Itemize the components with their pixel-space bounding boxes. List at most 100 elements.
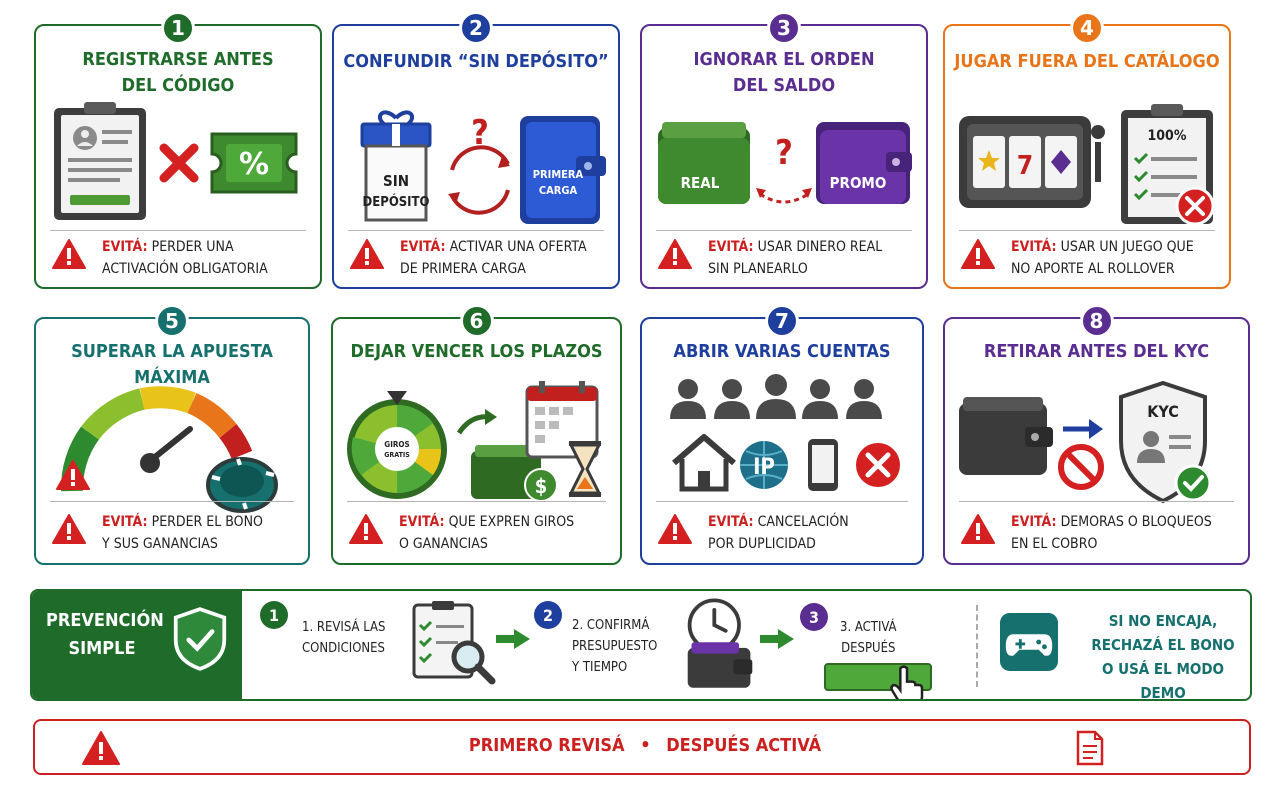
- warning-triangle-icon: [658, 239, 692, 269]
- svg-text:?: ?: [471, 113, 489, 153]
- arrow-right-icon: [1063, 419, 1103, 439]
- card-illustration: 7 100%: [955, 102, 1219, 242]
- svg-text:REAL: REAL: [681, 174, 720, 192]
- svg-text:IP: IP: [753, 455, 775, 480]
- dashed-separator: [976, 605, 978, 687]
- warning-triangle-icon: [56, 460, 90, 490]
- prevention-step-badge-3: 3: [800, 603, 828, 631]
- svg-text:PROMO: PROMO: [830, 174, 887, 192]
- blue-wallet-icon: PRIMERA CARGA: [520, 116, 606, 224]
- warning-triangle-icon: [349, 514, 383, 544]
- card-title: Dejar vencer los plazos: [350, 341, 603, 362]
- step-badge-1: 1: [161, 11, 195, 45]
- red-x-icon: [159, 143, 199, 183]
- warning-triangle-icon: [961, 239, 995, 269]
- card-title: Abrir varias cuentas: [673, 341, 891, 362]
- card-2-confuse-no-deposit: 2 Confundir “sin depósito” SIN DEPÓSITO …: [332, 11, 620, 289]
- svg-text:100%: 100%: [1148, 128, 1187, 144]
- pointer-hand-icon: [890, 665, 924, 699]
- svg-text:KYC: KYC: [1147, 402, 1179, 421]
- shield-check-icon: [173, 607, 227, 671]
- avoid-text: Evitá: demoras o bloqueos en el cobro: [1011, 514, 1212, 552]
- step-badge-4: 4: [1070, 11, 1104, 45]
- arrow-right-icon: [496, 629, 530, 649]
- card-title: Confundir “sin depósito”: [343, 51, 609, 72]
- ip-globe-icon: IP: [740, 441, 788, 489]
- step-badge-3: 3: [767, 11, 801, 45]
- card-6-let-deadlines-expire: 6 Dejar vencer los plazos GIROS GRATIS: [331, 304, 622, 565]
- warning-triangle-icon: [52, 514, 86, 544]
- warning-triangle-icon: [350, 239, 384, 269]
- prohibited-icon: [1058, 444, 1104, 490]
- step-badge-7: 7: [765, 304, 799, 338]
- banner-text: PRIMERO REVISÁ • DESPUÉS ACTIVÁ: [468, 735, 822, 756]
- step-badge-8: 8: [1079, 304, 1114, 338]
- avoid-text: Evitá: perder el bono y sus ganancias: [102, 514, 263, 552]
- coupon-ticket-icon: %: [210, 132, 298, 194]
- avoid-text: Evitá: perder una activación obligatoria: [102, 239, 268, 277]
- step-badge-6: 6: [459, 304, 494, 338]
- simple-prevention-panel: Prevención simple 1 1. Revisá las condic…: [30, 589, 1252, 701]
- svg-text:PRIMERA: PRIMERA: [533, 168, 584, 181]
- clipboard-magnifier-icon: [412, 601, 496, 685]
- swap-arrows-icon: ?: [448, 113, 510, 215]
- warning-triangle-icon: [658, 514, 692, 544]
- clipboard-profile-icon: [54, 102, 146, 220]
- purple-promo-wallet-icon: PROMO: [816, 122, 912, 204]
- prevention-step-badge-2: 2: [534, 601, 562, 629]
- dashed-arrows-icon: ?: [756, 133, 812, 204]
- step-badge-5: 5: [155, 304, 189, 338]
- card-3-ignore-balance-order: 3 Ignorar el orden del saldo REAL ?: [640, 11, 928, 289]
- casino-chip-icon: [206, 457, 278, 513]
- card-1-register-before-code: 1 Registrarse antes del código: [34, 11, 322, 289]
- warning-triangle-icon: [961, 514, 995, 544]
- avoid-text: Evitá: usar dinero real sin planearlo: [708, 239, 883, 277]
- gamepad-icon: [1000, 613, 1058, 671]
- checklist-clipboard-icon: 100%: [1121, 104, 1215, 226]
- calendar-hourglass-icon: [525, 381, 602, 497]
- svg-text:GRATIS: GRATIS: [384, 451, 410, 459]
- prevention-title: Prevención simple: [46, 610, 164, 659]
- avoid-text: Evitá: usar un juego que no aporte al ro…: [1011, 239, 1194, 277]
- avoid-text: Evitá: cancelación por duplicidad: [708, 514, 849, 552]
- card-title: Ignorar el orden del saldo: [693, 49, 875, 96]
- red-x-circle-icon: [856, 443, 900, 487]
- avoid-text: Evitá: activar una oferta de primera car…: [400, 239, 587, 277]
- warning-triangle-icon: [52, 239, 86, 269]
- review-then-activate-banner: PRIMERO REVISÁ • DESPUÉS ACTIVÁ: [33, 719, 1251, 775]
- svg-text:$: $: [535, 474, 548, 498]
- warning-triangle-icon: [82, 731, 120, 765]
- activate-button[interactable]: [824, 663, 932, 691]
- svg-text:DEPÓSITO: DEPÓSITO: [363, 194, 430, 210]
- prevention-step-1-text: 1. Revisá las condiciones: [302, 620, 386, 656]
- svg-text:SIN: SIN: [383, 172, 409, 190]
- card-title: Jugar fuera del catálogo: [954, 51, 1220, 72]
- arrow-right-icon: [456, 409, 497, 435]
- svg-text:7: 7: [1017, 151, 1033, 181]
- card-illustration: [42, 381, 306, 521]
- dark-wallet-icon: [959, 397, 1053, 475]
- card-7-open-multiple-accounts: 7 Abrir varias cuentas IP: [640, 304, 924, 565]
- demo-mode-text: Si no encaja, rechazá el bono o usá el m…: [1091, 612, 1235, 701]
- prevention-step-3-text: 3. Activá después: [840, 620, 897, 656]
- arrow-right-icon: [760, 629, 794, 649]
- card-5-exceed-max-bet: 5 Superar la apuesta máxima Evitá: perde: [34, 304, 310, 565]
- card-8-withdraw-before-kyc: 8 Retirar antes del KYC KYC: [943, 304, 1250, 565]
- document-icon: [1076, 730, 1104, 766]
- slot-machine-icon: 7: [959, 116, 1105, 208]
- house-icon: [672, 434, 736, 492]
- svg-text:?: ?: [775, 133, 793, 173]
- smartphone-icon: [808, 439, 838, 491]
- step-badge-2: 2: [459, 11, 493, 45]
- card-illustration: KYC: [955, 377, 1219, 517]
- wallet-money-icon: $: [471, 445, 558, 502]
- svg-text:GIROS: GIROS: [384, 440, 409, 449]
- card-illustration: %: [46, 102, 310, 242]
- card-illustration: SIN DEPÓSITO ? PRIMERA CARGA: [344, 102, 608, 242]
- card-illustration: IP: [652, 371, 916, 511]
- clock-wallet-icon: [687, 598, 753, 688]
- card-illustration: GIROS GRATIS $: [343, 377, 607, 517]
- card-title: Retirar antes del KYC: [983, 341, 1210, 362]
- prevention-step-2-text: 2. Confirmá presupuesto y tiempo: [572, 618, 658, 675]
- card-illustration: REAL ? PROMO: [652, 102, 916, 242]
